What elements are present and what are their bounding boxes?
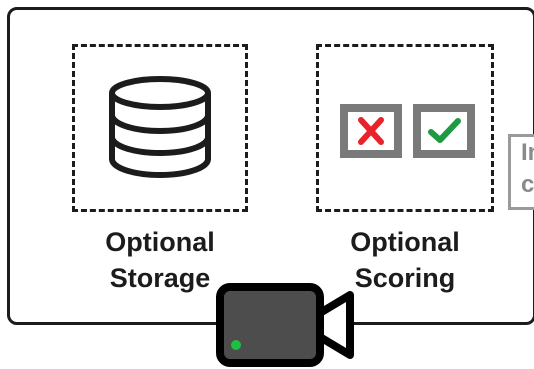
side-panel-line2: c	[521, 171, 534, 198]
storage-label-line2: Storage	[109, 263, 211, 293]
database-icon	[109, 76, 211, 178]
video-camera-icon	[216, 283, 354, 367]
scoring-dashed-box	[316, 44, 494, 212]
camera-recording-dot	[231, 340, 241, 350]
cross-icon	[340, 104, 402, 158]
check-icon	[413, 104, 475, 158]
side-panel-line1: In	[521, 139, 534, 166]
scoring-label-line1: Optional	[350, 227, 460, 257]
storage-label: Optional Storage	[70, 224, 250, 296]
scoring-label-line2: Scoring	[354, 263, 456, 293]
scoring-label: Optional Scoring	[316, 224, 494, 296]
side-panel-partial: In c	[508, 134, 534, 210]
storage-label-line1: Optional	[105, 227, 215, 257]
storage-dashed-box	[72, 44, 248, 212]
diagram-frame	[7, 7, 534, 325]
